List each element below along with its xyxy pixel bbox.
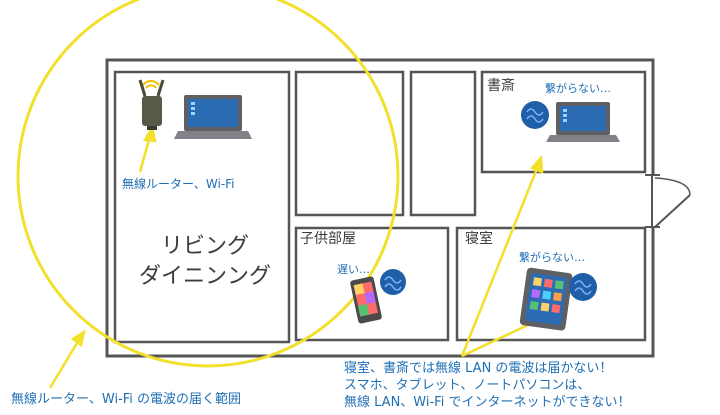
laptop-icon — [174, 95, 252, 139]
room-study — [480, 70, 647, 174]
router-label: 無線ルーター、Wi-Fi — [122, 177, 235, 191]
status-study: 繋がらない… — [545, 82, 611, 95]
coverage-label: 無線ルーター、Wi-Fi の電波の届く範囲 — [11, 392, 242, 407]
room-label-living-dining: リビング ダイニンング — [130, 232, 280, 292]
room-small-2 — [409, 70, 477, 217]
laptop-icon — [546, 102, 620, 142]
room-living-dining — [113, 70, 291, 344]
room-label-dining: ダイニンング — [138, 264, 271, 289]
room-label-living: リビング — [160, 234, 249, 259]
room-kids — [294, 226, 450, 342]
status-bedroom: 繋がらない… — [519, 251, 585, 264]
warning-line: 寝室、書斎では無線 LAN の電波は届かない！ — [344, 361, 613, 376]
confused-head-icon — [569, 273, 597, 301]
room-label-kids: 子供部屋 — [300, 231, 356, 247]
router-icon — [138, 79, 165, 130]
confused-head-icon — [380, 269, 406, 295]
room-small-1 — [294, 70, 405, 217]
room-bedroom — [455, 226, 647, 342]
smartphone-icon — [350, 276, 382, 324]
entrance-door — [645, 174, 691, 228]
warning-message: 寝室、書斎では無線 LAN の電波は届かない！ スマホ、タブレット、ノートパソコ… — [344, 360, 704, 411]
room-label-bedroom: 寝室 — [465, 231, 493, 247]
status-kids: 遅い… — [337, 263, 370, 276]
warning-line: 無線 LAN、Wi-Fi でインターネットができない！ — [344, 395, 631, 410]
warning-line: スマホ、タブレット、ノートパソコンは、 — [344, 378, 591, 393]
confused-head-icon — [521, 101, 549, 129]
coverage-circle — [16, 0, 400, 368]
room-label-study: 書斎 — [487, 78, 515, 94]
tablet-icon — [519, 267, 573, 331]
